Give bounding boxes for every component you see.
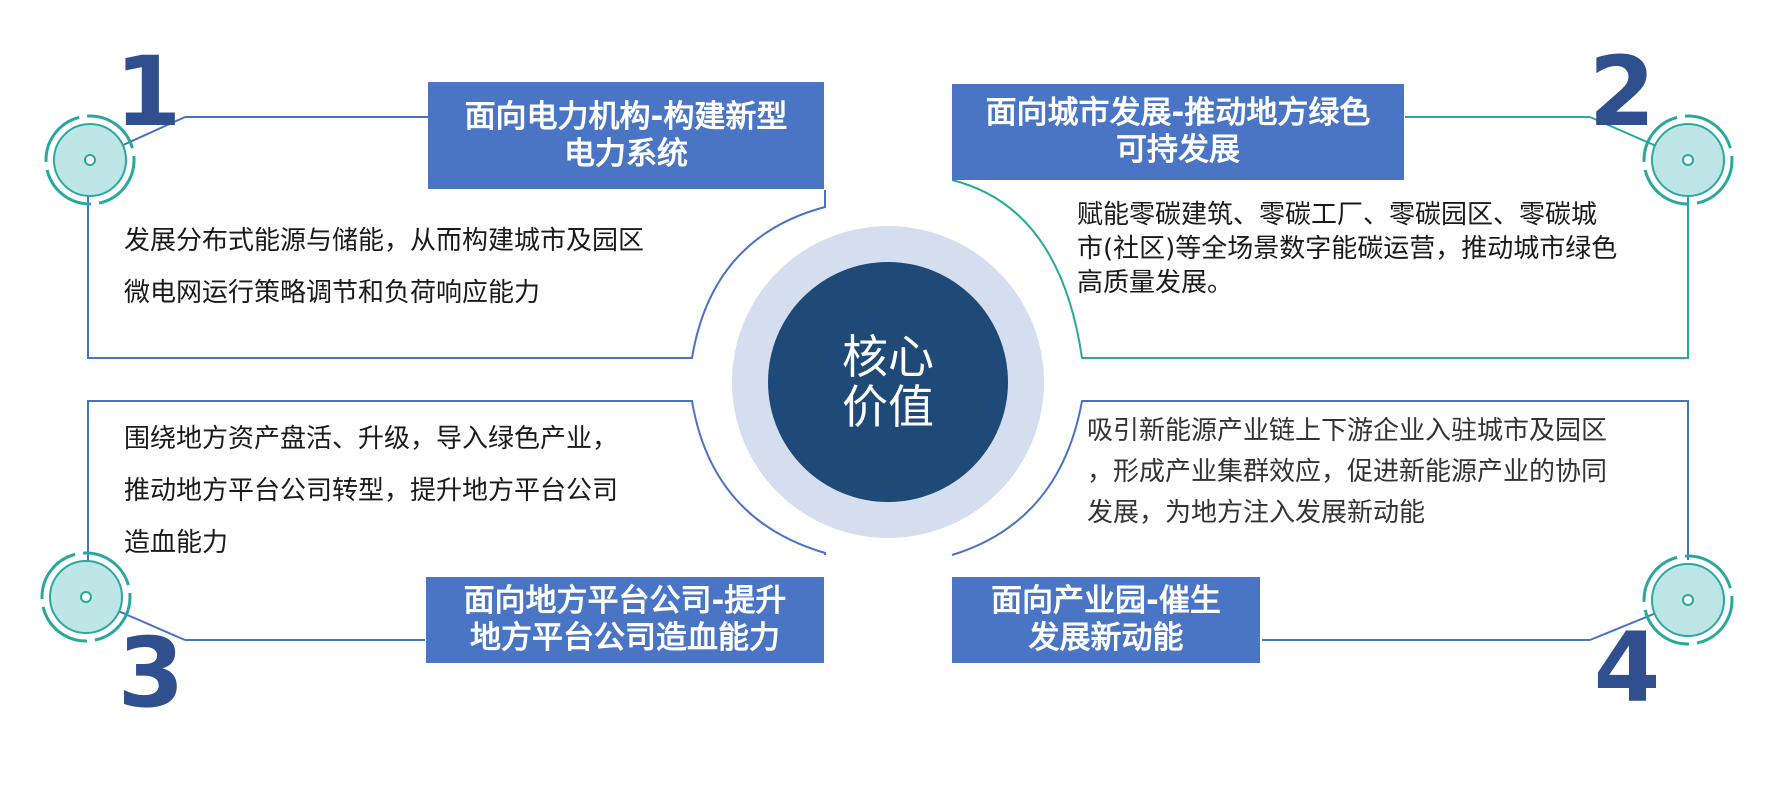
title-2-line-2: 可持发展 (1116, 132, 1240, 168)
description-quadrant-1: 发展分布式能源与储能，从而构建城市及园区 微电网运行策略调节和负荷响应能力 (124, 215, 644, 319)
title-4-line-2: 发展新动能 (1028, 620, 1184, 656)
frame-quadrant-2 (951, 116, 1689, 359)
title-2-line-1: 面向城市发展-推动地方绿色 (985, 95, 1371, 131)
node-circle-4 (1642, 554, 1734, 646)
title-1-line-1: 面向电力机构-构建新型 (464, 98, 788, 135)
core-value-label: 核心 价值 (788, 332, 988, 432)
title-1-line-2: 电力系统 (564, 135, 688, 172)
desc-1-line-1: 发展分布式能源与储能，从而构建城市及园区 (124, 226, 645, 256)
desc-4-line-1: 吸引新能源产业链上下游企业入驻城市及园区 (1087, 416, 1608, 446)
core-label-line-1: 核心 (842, 330, 934, 384)
title-quadrant-4: 面向产业园-催生 发展新动能 (952, 577, 1260, 663)
title-quadrant-3: 面向地方平台公司-提升 地方平台公司造血能力 (426, 577, 824, 663)
node-circle-1 (44, 114, 136, 206)
title-quadrant-1: 面向电力机构-构建新型 电力系统 (428, 82, 824, 189)
node-circle-3 (40, 551, 132, 643)
title-quadrant-2: 面向城市发展-推动地方绿色 可持发展 (952, 84, 1404, 180)
desc-2-line-3: 高质量发展。 (1077, 268, 1234, 298)
title-3-line-1: 面向地方平台公司-提升 (463, 583, 787, 619)
title-4-line-1: 面向产业园-催生 (991, 583, 1221, 619)
desc-1-line-2: 微电网运行策略调节和负荷响应能力 (124, 278, 541, 308)
frame-quadrant-3 (87, 400, 826, 641)
description-quadrant-3: 围绕地方资产盘活、升级，导入绿色产业， 推动地方平台公司转型，提升地方平台公司 … (124, 413, 618, 569)
frame-quadrant-1 (87, 116, 826, 359)
core-label-line-2: 价值 (842, 380, 934, 434)
number-4: 4 (1593, 612, 1661, 724)
frame-quadrant-4 (951, 400, 1689, 641)
title-3-line-2: 地方平台公司造血能力 (470, 620, 780, 656)
description-quadrant-4: 吸引新能源产业链上下游企业入驻城市及园区 ，形成产业集群效应，促进新能源产业的协… (1087, 411, 1607, 534)
desc-4-line-3: 发展，为地方注入发展新动能 (1087, 498, 1426, 528)
number-2: 2 (1588, 36, 1656, 148)
description-quadrant-2: 赋能零碳建筑、零碳工厂、零碳园区、零碳城 市(社区)等全场景数字能碳运营，推动城… (1077, 198, 1617, 300)
desc-2-line-1: 赋能零碳建筑、零碳工厂、零碳园区、零碳城 (1077, 200, 1598, 230)
desc-3-line-3: 造血能力 (124, 528, 229, 558)
core-circle (768, 262, 1008, 502)
desc-2-line-2: 市(社区)等全场景数字能碳运营，推动城市绿色 (1077, 234, 1618, 264)
number-1: 1 (114, 36, 182, 148)
desc-3-line-1: 围绕地方资产盘活、升级，导入绿色产业， (124, 424, 619, 454)
number-3: 3 (117, 617, 185, 729)
desc-4-line-2: ，形成产业集群效应，促进新能源产业的协同 (1087, 457, 1608, 487)
node-circle-2 (1642, 114, 1734, 206)
desc-3-line-2: 推动地方平台公司转型，提升地方平台公司 (124, 476, 619, 506)
